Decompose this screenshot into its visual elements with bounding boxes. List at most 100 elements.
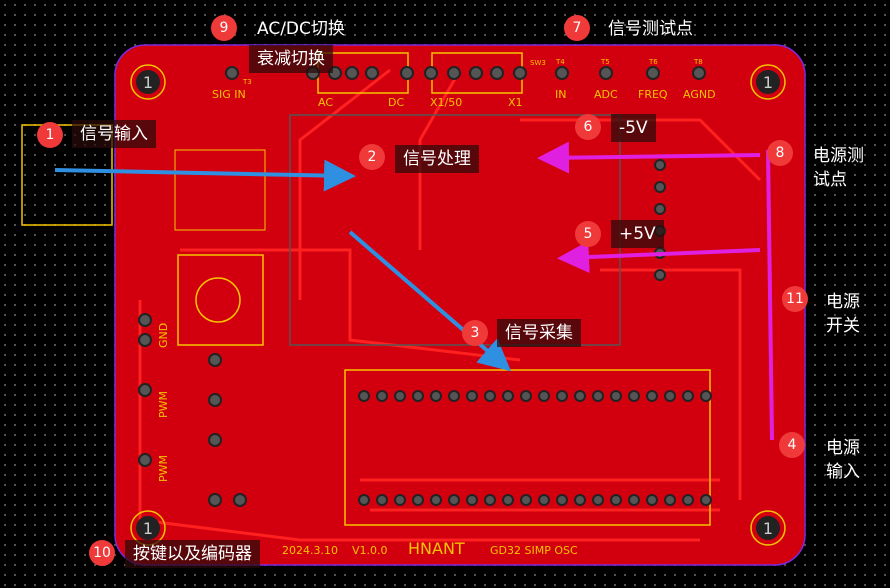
silk-adc: ADC <box>594 88 618 101</box>
power-test-line <box>766 149 774 441</box>
pad <box>412 390 424 402</box>
pad <box>448 390 460 402</box>
badge-11: 11 <box>782 286 808 312</box>
pad <box>700 494 712 506</box>
silk-pwm-1: PWM <box>157 391 170 418</box>
silk-x1: X1 <box>508 96 523 109</box>
pad <box>430 494 442 506</box>
mounting-hole: 1 <box>130 510 166 546</box>
pad <box>138 453 152 467</box>
pad <box>448 494 460 506</box>
badge-3: 3 <box>462 320 488 346</box>
pad <box>208 393 222 407</box>
pad <box>520 494 532 506</box>
pad <box>484 494 496 506</box>
pad <box>358 390 370 402</box>
pad <box>400 66 414 80</box>
pad <box>138 333 152 347</box>
svg-text:1: 1 <box>763 519 773 538</box>
pad <box>574 494 586 506</box>
arrow-signal-input <box>54 159 356 192</box>
pad <box>654 269 666 281</box>
pad <box>208 493 222 507</box>
silk-t3: T3 <box>242 78 252 86</box>
label-signal-input: 信号输入 <box>72 120 156 148</box>
label-signal-processing: 信号处理 <box>395 145 479 173</box>
label-power-input: 电源 输入 <box>826 438 860 482</box>
pad <box>610 390 622 402</box>
pad <box>538 494 550 506</box>
encoder-knob <box>195 277 241 323</box>
label-attenuation-switch: 衰减切换 <box>249 45 333 73</box>
badge-1: 1 <box>37 122 63 148</box>
pad <box>484 390 496 402</box>
silk-t4: T4 <box>555 58 565 66</box>
badge-10: 10 <box>89 540 115 566</box>
pad <box>628 494 640 506</box>
mounting-hole: 1 <box>750 64 786 100</box>
pad <box>654 181 666 193</box>
pad <box>646 494 658 506</box>
pad <box>538 390 550 402</box>
encoder-outline <box>177 254 264 346</box>
label-minus-5v: -5V <box>611 114 656 142</box>
pad <box>682 494 694 506</box>
badge-8: 8 <box>767 140 793 166</box>
mounting-hole: 1 <box>750 510 786 546</box>
sma-connector <box>21 124 113 226</box>
badge-4: 4 <box>779 432 805 458</box>
pad <box>138 383 152 397</box>
label-plus-5v: +5V <box>611 220 664 248</box>
label-keys-encoder: 按键以及编码器 <box>125 540 260 568</box>
pad <box>628 390 640 402</box>
svg-text:1: 1 <box>143 519 153 538</box>
pad <box>520 390 532 402</box>
silk-x1-50: X1/50 <box>430 96 462 109</box>
pad <box>138 313 152 327</box>
mcu-header-outline <box>344 369 711 526</box>
pad <box>692 66 706 80</box>
pad <box>412 494 424 506</box>
silk-gnd: GND <box>157 323 170 348</box>
silk-date: 2024.3.10 <box>282 544 338 557</box>
pad <box>654 159 666 171</box>
pad <box>365 66 379 80</box>
pad <box>430 390 442 402</box>
pad <box>376 494 388 506</box>
pad <box>592 494 604 506</box>
pad <box>646 390 658 402</box>
pad <box>555 66 569 80</box>
pad <box>664 494 676 506</box>
badge-2: 2 <box>359 144 385 170</box>
pad <box>394 390 406 402</box>
arrow-minus-5v <box>537 141 761 174</box>
pad <box>610 494 622 506</box>
silk-dc: DC <box>388 96 404 109</box>
pad <box>599 66 613 80</box>
silk-sig-in: SIG IN <box>212 88 246 101</box>
pad <box>502 494 514 506</box>
silk-t6: T6 <box>648 58 658 66</box>
pad <box>466 390 478 402</box>
silk-t8: T8 <box>693 58 703 66</box>
pad <box>574 390 586 402</box>
label-power-test-points: 电源测 试点 <box>813 146 864 190</box>
silk-brand: HNANT <box>408 539 465 558</box>
svg-text:1: 1 <box>143 73 153 92</box>
label-signal-test-points: 信号测试点 <box>608 19 693 39</box>
label-signal-acquisition: 信号采集 <box>497 319 581 347</box>
pad <box>233 493 247 507</box>
pad <box>592 390 604 402</box>
badge-7: 7 <box>564 15 590 41</box>
pad <box>513 66 527 80</box>
silk-ac: AC <box>318 96 333 109</box>
pad <box>654 203 666 215</box>
silkscreen-labels: SIG IN AC DC X1/50 X1 SW3 T3 T4 T5 T6 T8… <box>157 58 716 558</box>
badge-5: 5 <box>575 221 601 247</box>
silk-product: GD32 SIMP OSC <box>490 544 578 557</box>
pad <box>490 66 504 80</box>
silk-agnd: AGND <box>683 88 716 101</box>
pad <box>208 433 222 447</box>
pad <box>376 390 388 402</box>
